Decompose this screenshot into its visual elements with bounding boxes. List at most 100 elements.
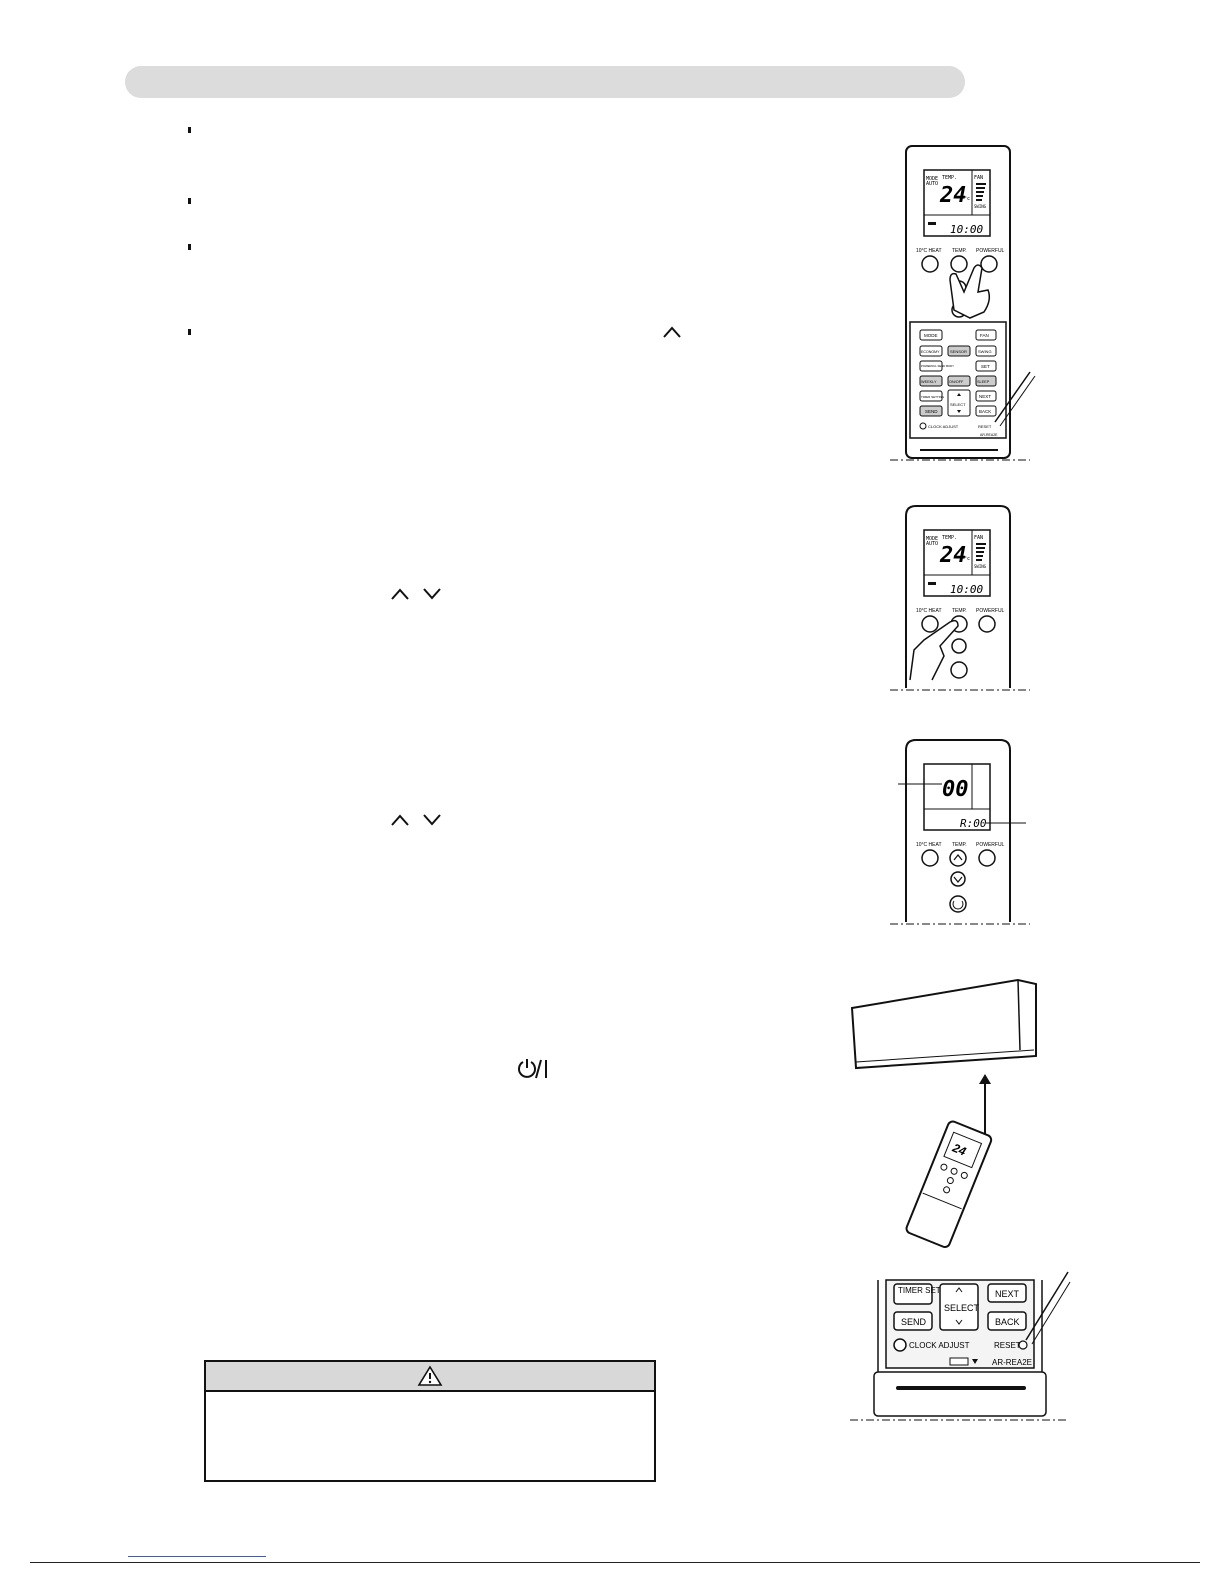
temp-up-button[interactable]	[950, 255, 968, 273]
lcd-temp-value: 24	[939, 183, 967, 208]
chevron-up-icon	[391, 588, 409, 600]
section-header-bar	[125, 66, 965, 98]
powerful-button[interactable]	[980, 255, 998, 273]
bullet-2	[188, 198, 191, 204]
svg-text:AUTO: AUTO	[926, 541, 938, 547]
svg-text:NEXT: NEXT	[979, 394, 991, 399]
caution-box	[204, 1360, 656, 1482]
svg-text:°c: °c	[964, 556, 970, 562]
battery-cover	[873, 1371, 1047, 1417]
indoor-unit	[850, 978, 1037, 1070]
chevron-down-icon	[423, 814, 441, 826]
svg-text:POWERFUL SEND BODY: POWERFUL SEND BODY	[921, 364, 954, 368]
svg-text:TEMP.: TEMP.	[952, 842, 967, 848]
svg-text:FAN: FAN	[980, 333, 989, 338]
svg-text:TIMER SETTING: TIMER SETTING	[921, 395, 945, 399]
temp-down-button[interactable]	[950, 871, 966, 887]
lcd-temp-unit: °c	[964, 196, 970, 202]
chevron-up-icon	[663, 326, 681, 338]
handheld-remote: 24	[905, 1120, 993, 1248]
clock-adjust-button[interactable]	[893, 1338, 907, 1352]
back-button[interactable]	[987, 1311, 1027, 1331]
lcd-mode-value: AUTO	[926, 181, 938, 187]
svg-text:SWING: SWING	[974, 564, 987, 569]
temp-down-button[interactable]	[951, 638, 967, 654]
svg-text:MODE: MODE	[924, 333, 938, 338]
svg-text:WEEKLY: WEEKLY	[921, 380, 937, 384]
hand-icon	[909, 619, 959, 681]
remote-full-figure: MODE AUTO TEMP. 24 °c FAN SWING 10:00 10…	[890, 145, 1036, 461]
next-button[interactable]	[987, 1283, 1027, 1303]
timer-setting-button[interactable]	[893, 1283, 933, 1305]
reset-button[interactable]	[1018, 1340, 1028, 1350]
clock-adjust-label: CLOCK ADJUST	[909, 1341, 970, 1350]
heat-button[interactable]	[921, 615, 939, 633]
power-button[interactable]	[949, 895, 967, 913]
svg-text:SET: SET	[981, 364, 990, 369]
indoor-unit-figure: 24	[850, 978, 1037, 1248]
bottom-link-underline	[128, 1556, 266, 1557]
pen-tip	[1025, 1271, 1069, 1341]
panel-buttons: MODE FAN ECONOMY SENSOR SWING POWERFUL S…	[919, 329, 998, 437]
svg-text:CLOCK ADJUST: CLOCK ADJUST	[928, 424, 959, 429]
svg-text:TEMP.: TEMP.	[952, 608, 967, 614]
heat-label: 10°C HEAT	[916, 248, 942, 254]
pen-tip	[994, 371, 1031, 423]
svg-text:POWERFUL: POWERFUL	[976, 842, 1005, 848]
lcd-screen: MODE AUTO TEMP. 24 °c FAN SWING 10:00	[923, 529, 991, 597]
back-label: BACK	[995, 1317, 1020, 1327]
heat-button[interactable]	[921, 849, 939, 867]
svg-text:ON/OFF: ON/OFF	[949, 380, 964, 384]
send-button[interactable]	[893, 1311, 933, 1331]
power-button[interactable]	[950, 661, 968, 679]
lcd-screen: 00 R:00	[923, 763, 991, 831]
model-label: AR-REA2E	[992, 1358, 1032, 1367]
powerful-label: POWERFUL	[976, 248, 1005, 254]
lcd-code: 00	[942, 777, 969, 802]
powerful-button[interactable]	[978, 849, 996, 867]
temp-up-button[interactable]	[949, 849, 967, 867]
svg-text:24: 24	[950, 1140, 969, 1158]
svg-text:10°C HEAT: 10°C HEAT	[916, 608, 942, 614]
svg-text:10:00: 10:00	[950, 583, 983, 596]
lcd-mode-label: MODE	[926, 176, 938, 182]
lcd-clock: 10:00	[950, 223, 983, 236]
svg-text:FAN: FAN	[974, 535, 983, 541]
bottom-rule	[30, 1562, 1200, 1563]
svg-text:SWING: SWING	[978, 349, 992, 354]
temp-label: TEMP.	[952, 248, 967, 254]
svg-text:POWERFUL: POWERFUL	[976, 608, 1005, 614]
bullet-1	[188, 127, 191, 133]
lcd-code-time: R:00	[960, 817, 987, 830]
bullet-4	[188, 329, 191, 335]
svg-text:SLEEP: SLEEP	[977, 380, 990, 384]
remote-reset-figure: TIMER SETTING SELECT NEXT SEND BACK CLOC…	[850, 1271, 1071, 1421]
hand-icon	[949, 264, 991, 319]
lcd-screen: MODE AUTO TEMP. 24 °c FAN SWING 10:00	[923, 169, 991, 237]
remote-temp-figure: MODE AUTO TEMP. 24 °c FAN SWING 10:00 10…	[890, 505, 1030, 691]
svg-text:MODE: MODE	[926, 536, 938, 542]
lcd-swing-label: SWING	[974, 204, 987, 209]
caution-header	[206, 1362, 654, 1392]
bullet-3	[188, 244, 191, 250]
select-button[interactable]	[939, 1283, 979, 1331]
svg-text:ECONOMY: ECONOMY	[921, 350, 940, 354]
chevron-down-icon	[423, 588, 441, 600]
battery-icon	[949, 1357, 969, 1366]
select-label: SELECT	[944, 1303, 980, 1313]
timer-setting-label: TIMER SETTING	[898, 1286, 960, 1295]
chevron-up-icon	[391, 814, 409, 826]
powerful-button[interactable]	[978, 615, 996, 633]
svg-text:10°C HEAT: 10°C HEAT	[916, 842, 942, 848]
svg-text:SEND: SEND	[925, 409, 938, 414]
heat-button[interactable]	[921, 255, 939, 273]
svg-text:AR-REA2E: AR-REA2E	[980, 433, 998, 437]
svg-text:RESET: RESET	[978, 424, 992, 429]
svg-text:24: 24	[939, 543, 967, 568]
remote-code-figure: 00 R:00 10°C HEAT TEMP. POWERFUL	[890, 739, 1030, 925]
lcd-temp-label: TEMP.	[942, 175, 957, 181]
power-icon	[518, 1059, 547, 1079]
lcd-fan-label: FAN	[974, 175, 983, 181]
send-label: SEND	[901, 1317, 927, 1327]
next-label: NEXT	[995, 1289, 1020, 1299]
